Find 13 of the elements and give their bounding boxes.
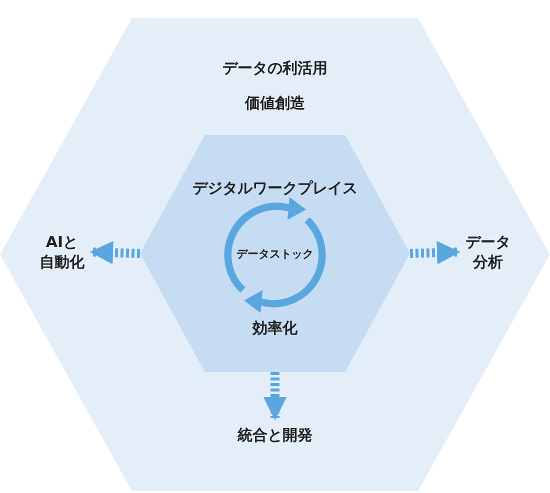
label-text: 効率化 — [252, 318, 298, 338]
label-text: データの利活用 — [222, 58, 328, 78]
arrow — [90, 240, 140, 264]
label-text: 統合と開発 — [238, 424, 312, 446]
label-text: データ分析 — [464, 232, 512, 272]
label-text: データストック — [236, 248, 314, 262]
label-text: デジタルワークプレイス — [192, 178, 358, 198]
hexagon-panel — [0, 18, 550, 491]
label-text: 価値創造 — [245, 92, 305, 114]
arrow — [410, 240, 460, 264]
hexagon-panel — [140, 135, 410, 372]
arrow — [263, 372, 287, 420]
label-text: AIと自動化 — [38, 232, 86, 272]
